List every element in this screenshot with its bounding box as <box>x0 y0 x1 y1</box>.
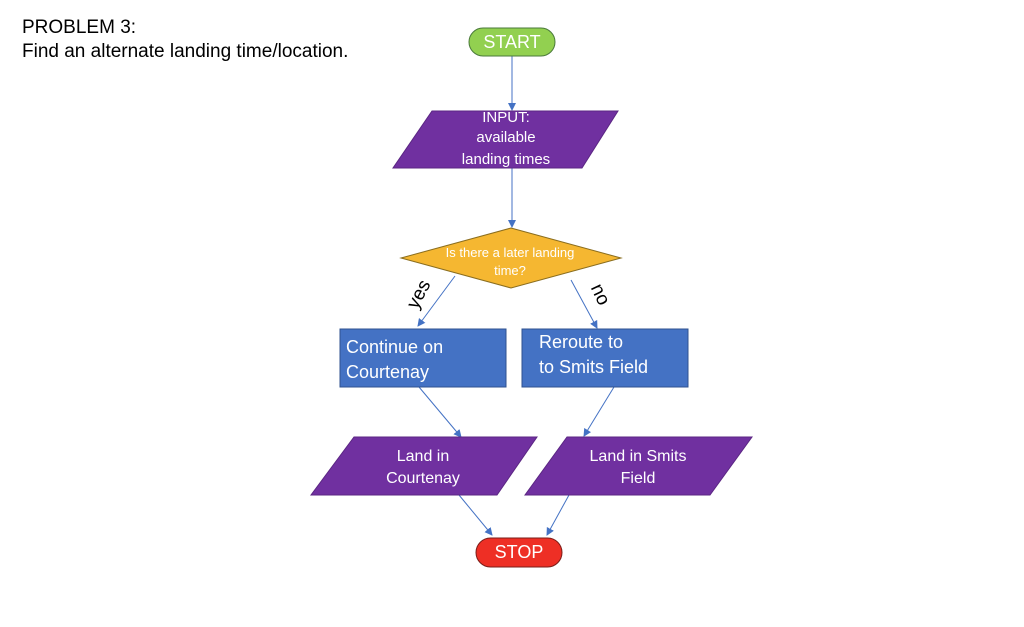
problem-heading: PROBLEM 3: Find an alternate landing tim… <box>22 16 348 64</box>
reroute-label-line2: to Smits Field <box>539 357 648 377</box>
reroute-label-line1: Reroute to <box>539 332 623 352</box>
land-smits-line2: Field <box>621 470 656 487</box>
continue-node: Continue on Courtenay <box>339 328 507 388</box>
continue-label-line1: Continue on <box>346 337 443 357</box>
edge-landsmits-stop <box>546 494 570 536</box>
edge-landcourtenay-stop <box>458 494 493 536</box>
start-node: START <box>468 27 556 57</box>
edge-decision-reroute <box>570 279 598 329</box>
edge-continue-landcourtenay <box>418 386 462 438</box>
input-label-line2: available <box>476 129 535 146</box>
input-label-line1: INPUT: <box>482 109 530 126</box>
edge-decision-continue <box>417 275 456 327</box>
land-smits-node: Land in Smits Field <box>524 436 753 496</box>
problem-description: Find an alternate landing time/location. <box>22 41 349 62</box>
decision-label-line1: Is there a later landing <box>446 245 575 260</box>
land-courtenay-line2: Courtenay <box>386 470 460 487</box>
input-node: INPUT: available landing times <box>392 109 619 169</box>
land-courtenay-node: Land in Courtenay <box>310 436 538 496</box>
edge-reroute-landsmits <box>583 386 615 437</box>
reroute-node: Reroute to to Smits Field <box>521 328 689 388</box>
land-smits-line1: Land in Smits <box>590 448 687 465</box>
stop-label: STOP <box>495 542 544 562</box>
input-label-line3: landing times <box>462 151 550 168</box>
problem-title: PROBLEM 3: <box>22 17 137 38</box>
decision-node: Is there a later landing time? <box>399 227 623 289</box>
continue-label-line2: Courtenay <box>346 362 429 382</box>
stop-node: STOP <box>475 537 563 568</box>
start-label: START <box>483 32 540 52</box>
no-label: no <box>586 281 614 309</box>
decision-label-line2: time? <box>494 263 526 278</box>
yes-label: yes <box>403 276 435 312</box>
land-courtenay-line1: Land in <box>397 448 450 465</box>
